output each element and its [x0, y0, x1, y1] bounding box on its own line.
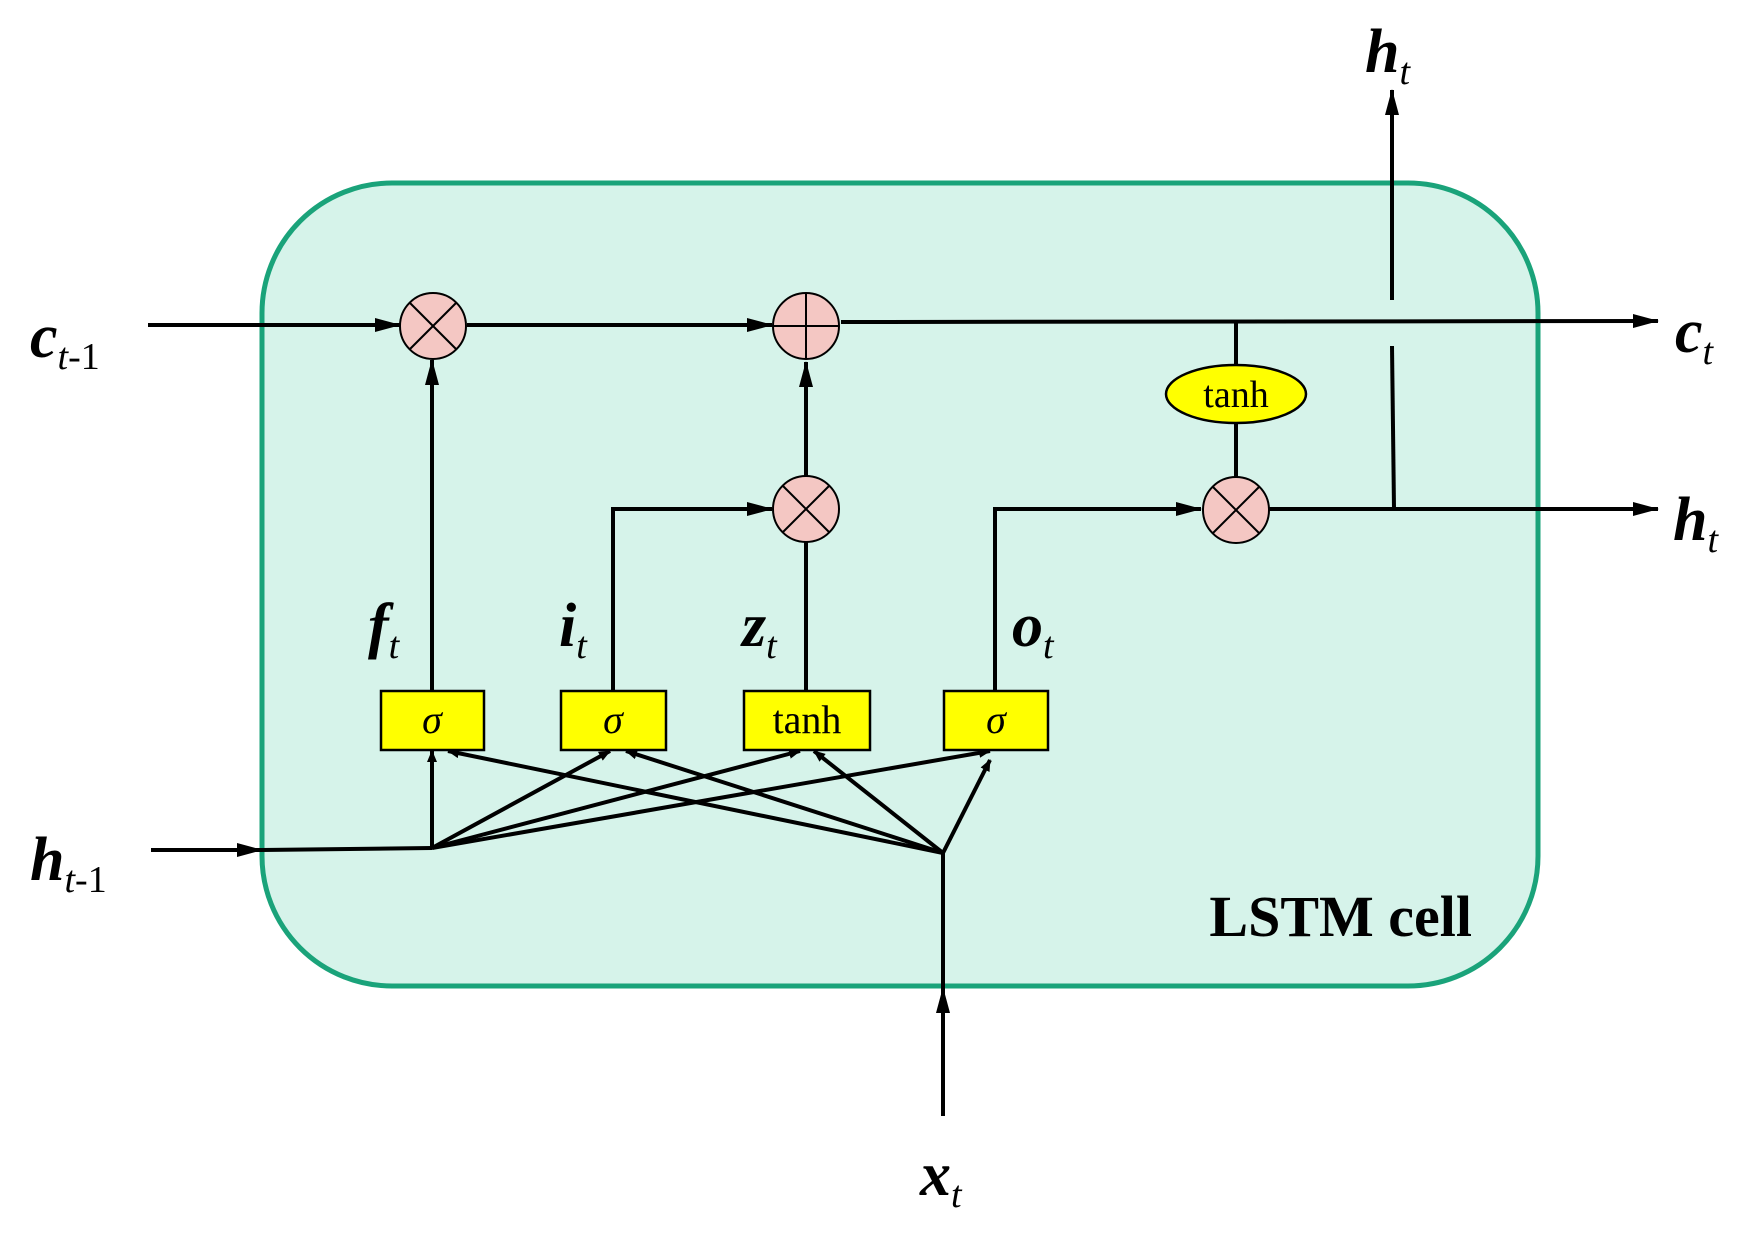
x-to-i-line	[625, 749, 944, 855]
circled-times-icon	[399, 292, 467, 360]
gate-output-symbol: σ	[986, 697, 1007, 742]
h-to-z-line	[431, 748, 801, 850]
gate-input-symbol: σ	[603, 697, 624, 742]
label-x: xt	[919, 1141, 963, 1216]
gate-forget: σ	[379, 689, 486, 752]
label-f: ft	[368, 592, 401, 667]
label-h-out-top: ht	[1365, 18, 1411, 93]
h-prev-inner-line	[261, 846, 433, 852]
label-c-out: ct	[1675, 298, 1715, 373]
x-to-f-line	[447, 748, 944, 855]
cell-tanh: tanh	[1164, 363, 1308, 425]
c-out-line	[840, 314, 1659, 329]
x-to-o-line	[941, 759, 992, 854]
circled-times-icon	[772, 475, 840, 543]
circled-times-icon	[1202, 476, 1270, 544]
gate-input: σ	[559, 689, 668, 752]
cell-tanh-label: tanh	[1203, 374, 1268, 416]
o-gate-line	[993, 502, 1202, 690]
gate-candidate-symbol: tanh	[773, 697, 842, 742]
circled-plus-icon	[772, 292, 840, 360]
label-h-out-right: ht	[1673, 486, 1719, 561]
label-h-prev: ht-1	[30, 826, 107, 901]
label-z: zt	[740, 592, 778, 667]
x-to-z-line	[812, 749, 945, 855]
gate-forget-symbol: σ	[422, 697, 443, 742]
label-i: it	[559, 592, 588, 667]
cell-label: LSTM cell	[1209, 884, 1472, 949]
i-gate-line	[611, 502, 773, 690]
gate-candidate: tanh	[742, 689, 872, 752]
label-c-prev: ct-1	[30, 303, 100, 378]
gate-output: σ	[942, 689, 1050, 752]
label-o: ot	[1012, 592, 1055, 667]
h-to-o-line	[431, 747, 991, 850]
h-to-i-line	[431, 749, 611, 850]
h-up-line-lower	[1390, 345, 1396, 510]
